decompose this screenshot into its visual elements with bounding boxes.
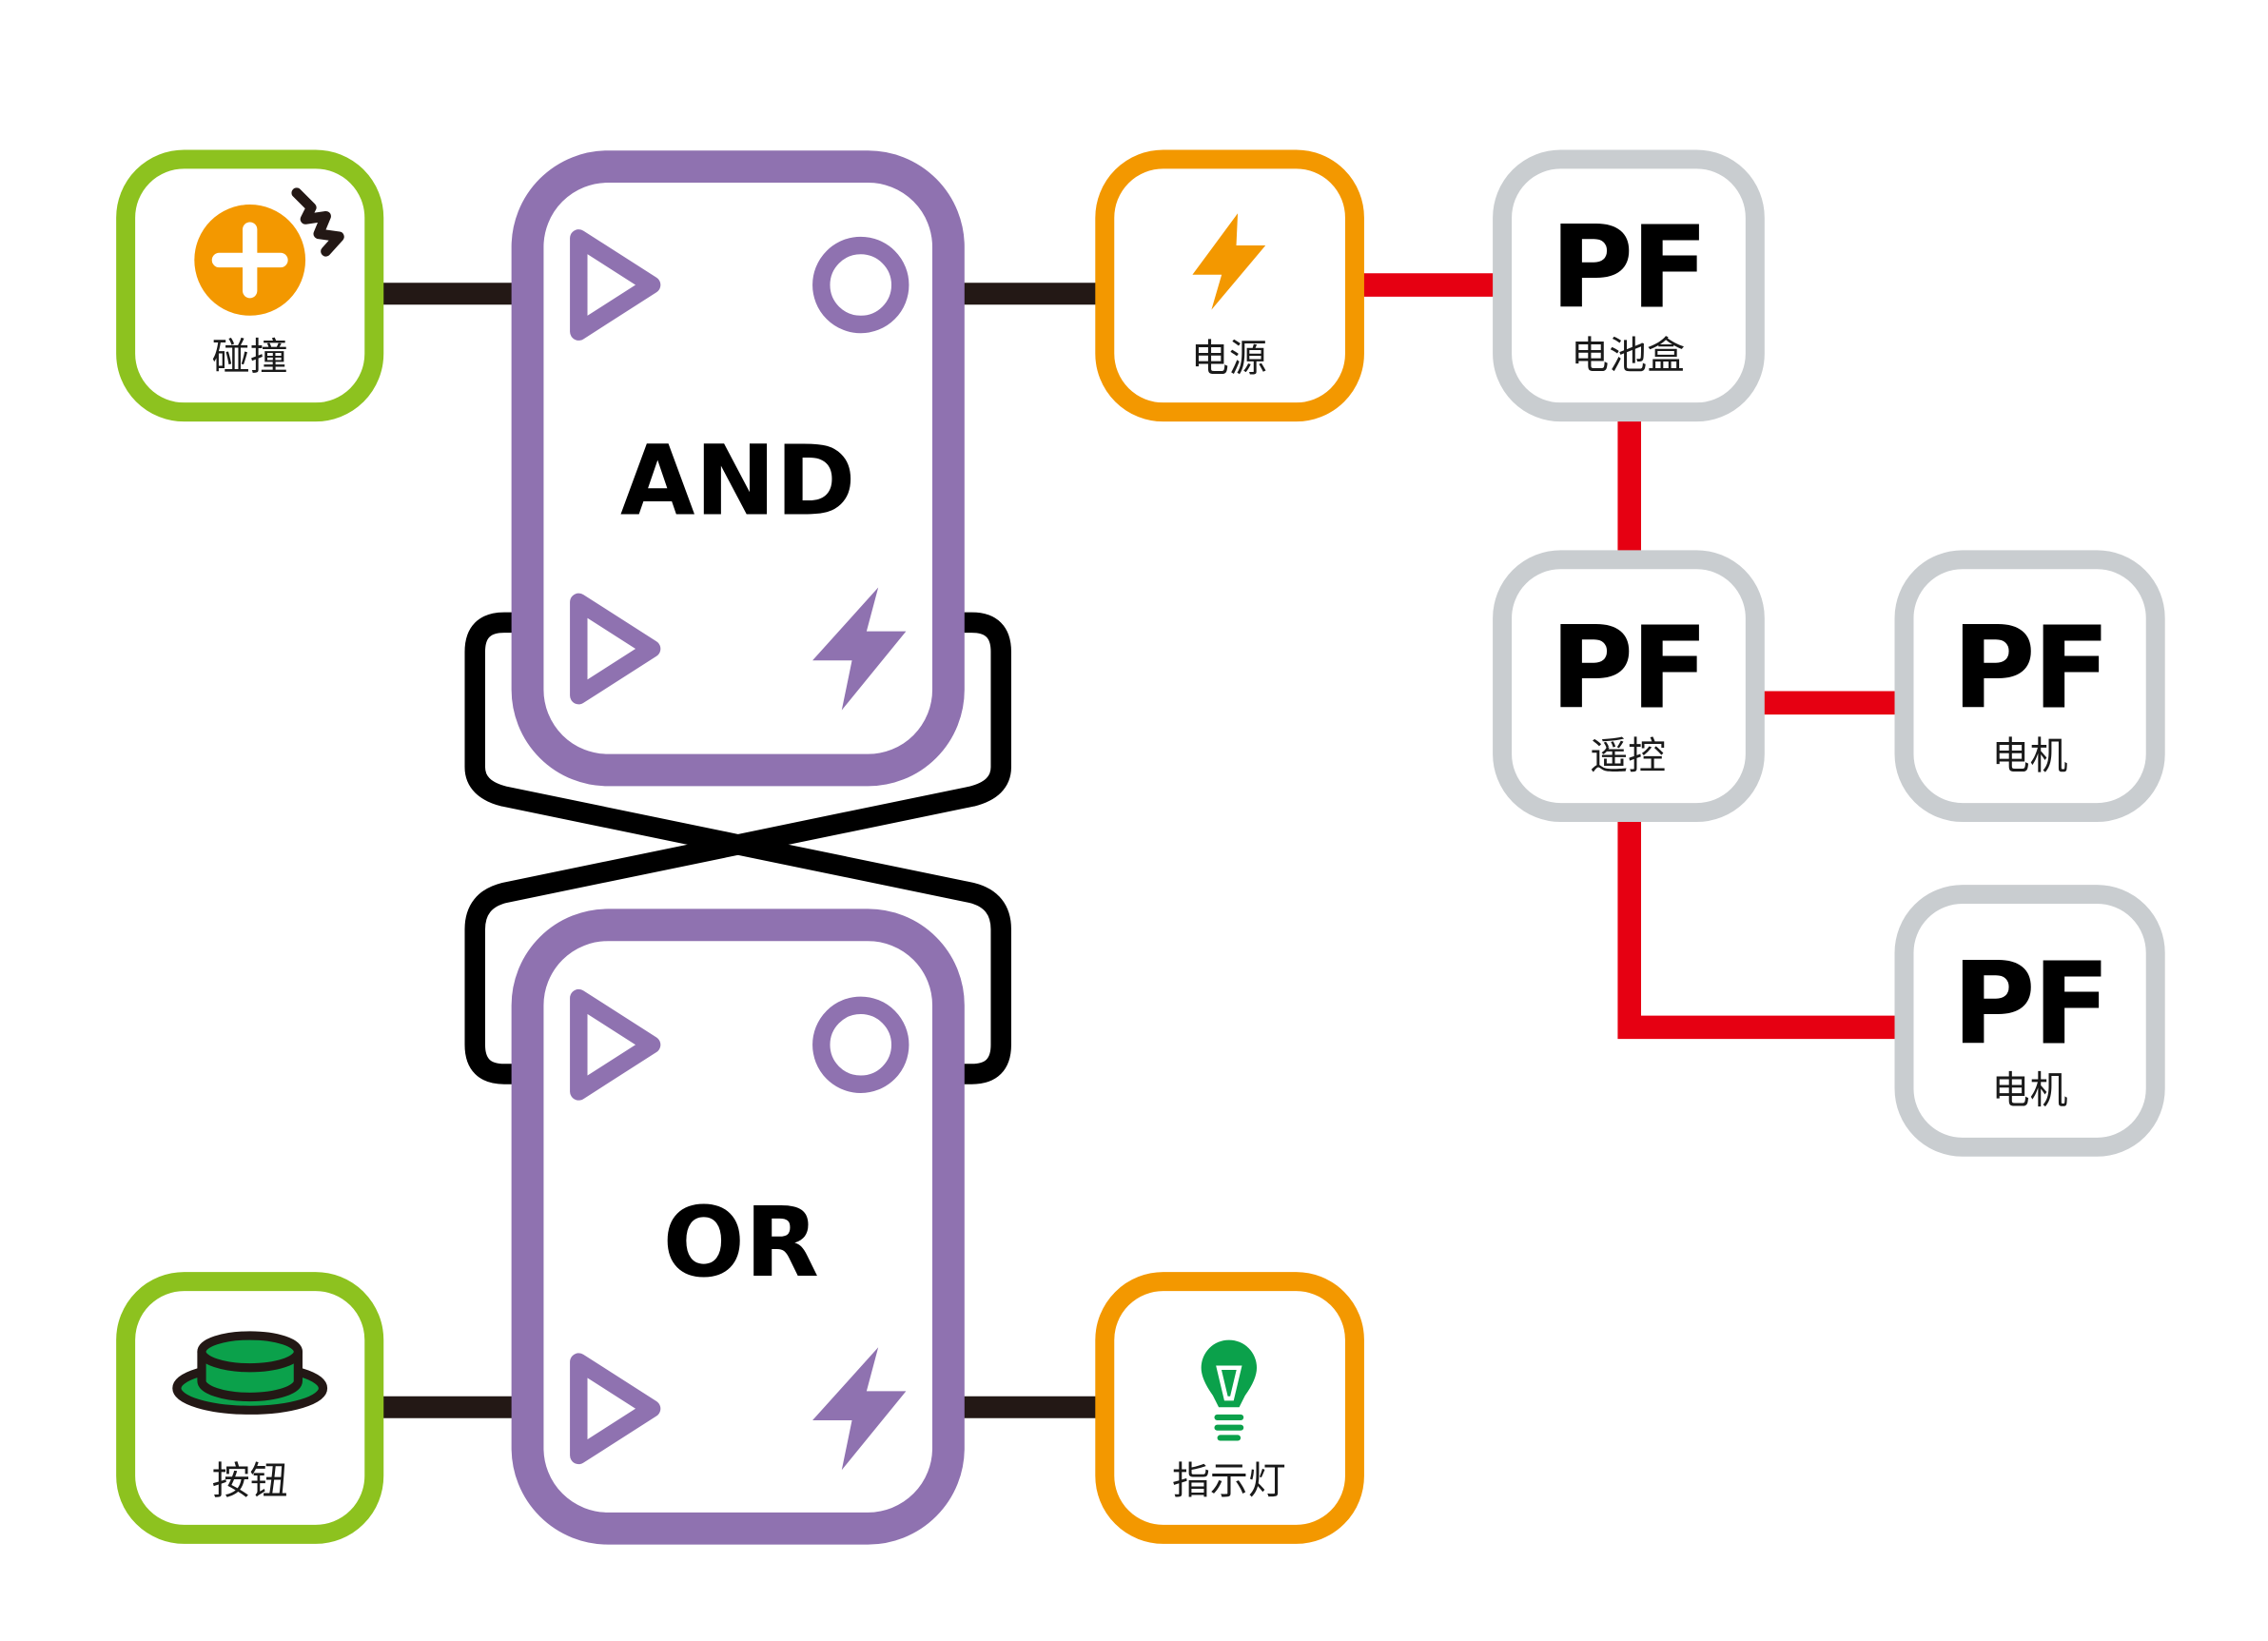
node-collision-sensor[interactable]: 碰撞 bbox=[116, 149, 384, 422]
light-bulb-icon bbox=[1201, 1339, 1258, 1441]
power-label: 电源 bbox=[1191, 337, 1267, 381]
input-triangle-icon bbox=[570, 1353, 661, 1465]
wire-feedback-and-right-to-or-left bbox=[464, 612, 1011, 1084]
motor-2-frame bbox=[1894, 885, 2165, 1157]
motor-1-frame bbox=[1894, 550, 2165, 823]
motor-2-label: 电机 bbox=[1992, 1069, 2068, 1113]
node-pf-remote[interactable]: PF 遥控 bbox=[1493, 550, 1765, 823]
push-button-icon bbox=[172, 1331, 328, 1415]
or-gate-label: OR bbox=[663, 1186, 819, 1299]
input-triangle-icon bbox=[570, 988, 661, 1101]
wire-remote-to-motor2 bbox=[1617, 819, 1897, 1040]
and-gate-label: AND bbox=[620, 425, 855, 537]
remote-title: PF bbox=[1550, 602, 1706, 734]
output-circle-icon bbox=[812, 996, 909, 1093]
node-and-gate[interactable]: AND bbox=[511, 150, 965, 787]
motor-1-title: PF bbox=[1952, 602, 2108, 734]
light-label: 指示灯 bbox=[1172, 1459, 1286, 1503]
battery-box-label: 电池盒 bbox=[1571, 334, 1685, 378]
collision-label: 碰撞 bbox=[212, 336, 288, 380]
input-triangle-icon bbox=[570, 593, 661, 705]
button-label: 按钮 bbox=[212, 1459, 288, 1503]
input-triangle-icon bbox=[570, 229, 661, 341]
battery-box-title: PF bbox=[1550, 203, 1706, 335]
node-pf-motor-1[interactable]: PF 电机 bbox=[1894, 550, 2165, 823]
light-node-frame bbox=[1095, 1272, 1364, 1544]
remote-frame bbox=[1493, 550, 1765, 823]
lightning-bolt-icon bbox=[1192, 213, 1266, 310]
collision-sensor-icon bbox=[194, 187, 344, 316]
node-indicator-light[interactable]: 指示灯 bbox=[1095, 1272, 1364, 1544]
motor-1-label: 电机 bbox=[1992, 734, 2068, 778]
remote-label: 遥控 bbox=[1590, 734, 1666, 778]
output-circle-icon bbox=[812, 236, 909, 334]
node-power[interactable]: 电源 bbox=[1095, 149, 1364, 422]
battery-box-frame bbox=[1493, 149, 1765, 422]
node-pf-battery-box[interactable]: PF 电池盒 bbox=[1493, 149, 1765, 422]
node-or-gate[interactable]: OR bbox=[511, 908, 965, 1545]
power-bolt-icon bbox=[812, 587, 907, 711]
power-bolt-icon bbox=[812, 1347, 907, 1471]
wires bbox=[382, 273, 1897, 1418]
node-pf-motor-2[interactable]: PF 电机 bbox=[1894, 885, 2165, 1157]
motor-2-title: PF bbox=[1952, 939, 2108, 1071]
node-button[interactable]: 按钮 bbox=[116, 1272, 384, 1544]
